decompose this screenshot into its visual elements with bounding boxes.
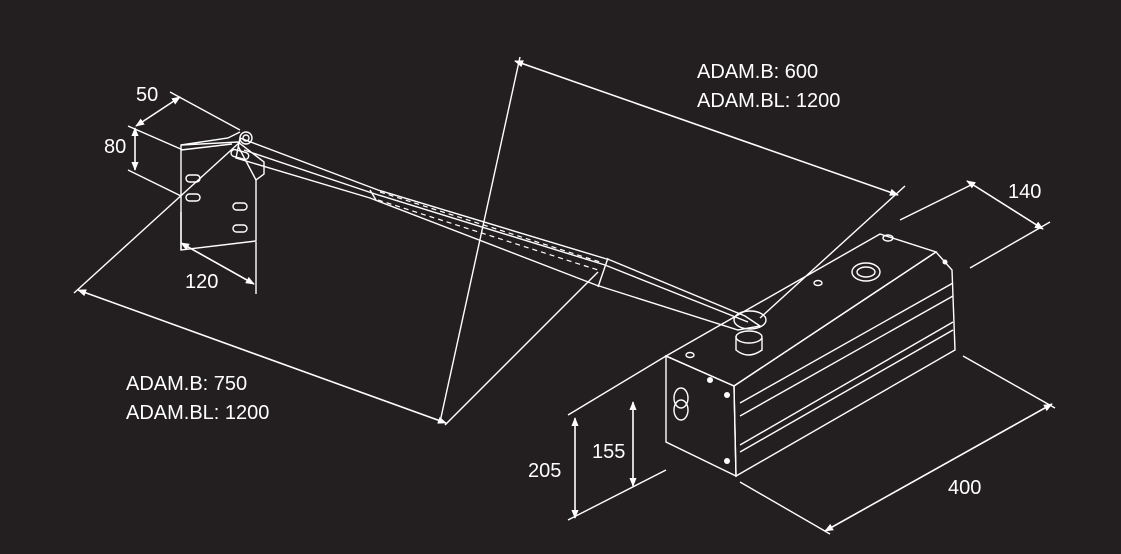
- arm-upper-b-label: ADAM.B: 600: [697, 61, 819, 83]
- box-length-label: 400: [948, 477, 982, 499]
- dimension-box-depth: [899, 180, 1051, 269]
- wall-bracket: [180, 131, 265, 251]
- box-height-outer-label: 205: [528, 460, 562, 482]
- arm-lower-bl-label: ADAM.BL: 1200: [126, 402, 270, 424]
- arm-lower-b-label: ADAM.B: 750: [126, 373, 248, 395]
- dimension-bracket-spacing: [180, 212, 257, 294]
- dimension-arm-upper: [439, 56, 906, 423]
- dimension-box-length: [739, 355, 1056, 535]
- bracket-spacing-label: 120: [185, 271, 219, 293]
- telescopic-arm: [230, 131, 767, 331]
- box-depth-label: 140: [1008, 181, 1042, 203]
- arm-upper-bl-label: ADAM.BL: 1200: [697, 90, 841, 112]
- dimension-box-height-outer: [567, 355, 667, 521]
- dimension-arm-lower: [73, 141, 599, 426]
- bracket-slot: [185, 193, 201, 202]
- bracket-slot: [232, 202, 248, 211]
- bracket-width-label: 50: [136, 84, 159, 106]
- box-height-inner-label: 155: [592, 441, 626, 463]
- dimension-bracket-height: [127, 127, 182, 197]
- pivot-bolt: [239, 131, 253, 145]
- bracket-height-label: 80: [104, 136, 127, 158]
- cable-port: [851, 262, 881, 282]
- bracket-slot: [232, 224, 248, 233]
- projector-box: [664, 233, 956, 478]
